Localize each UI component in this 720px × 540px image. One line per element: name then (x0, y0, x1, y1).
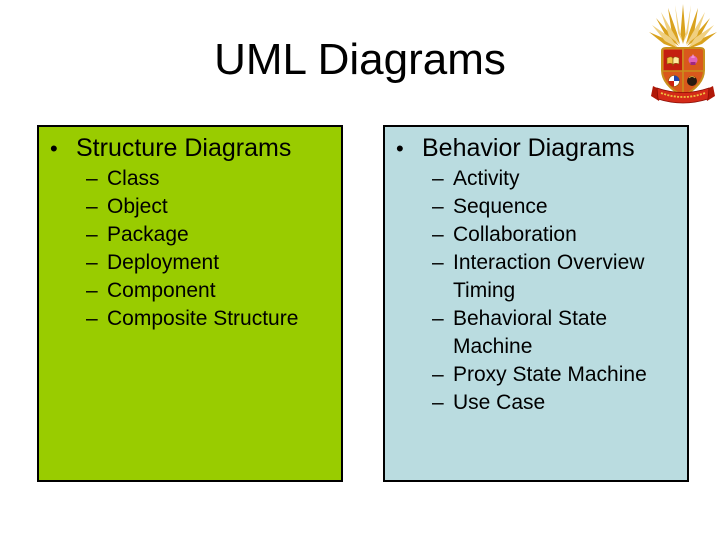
structure-item-list: –Class –Object –Package –Deployment –Com… (39, 165, 341, 333)
crest-open-book-icon (666, 56, 680, 67)
dash-marker: – (432, 195, 444, 218)
structure-heading: • Structure Diagrams (39, 127, 341, 164)
structure-heading-label: Structure Diagrams (76, 134, 292, 162)
dash-marker: – (86, 307, 98, 330)
list-item: –Package (86, 221, 329, 249)
university-crest-logo (649, 4, 717, 104)
behavior-diagrams-box: • Behavior Diagrams –Activity –Sequence … (383, 125, 689, 482)
list-item: –Sequence (432, 193, 675, 221)
list-item: –Collaboration (432, 221, 675, 249)
dash-marker: – (432, 391, 444, 414)
list-item: –Composite Structure (86, 305, 329, 333)
behavior-item-list: –Activity –Sequence –Collaboration –Inte… (385, 165, 687, 417)
list-item: –Proxy State Machine (432, 361, 675, 389)
behavior-heading-label: Behavior Diagrams (422, 134, 635, 162)
list-item-label: Interaction Overview Timing (453, 251, 645, 302)
crest-wheel-icon (668, 75, 680, 87)
crest-conch-icon (687, 76, 697, 86)
dash-marker: – (432, 223, 444, 246)
dash-marker: – (86, 279, 98, 302)
bullet-marker: • (396, 136, 404, 161)
list-item: –Component (86, 277, 329, 305)
list-item-label: Proxy State Machine (453, 363, 647, 386)
list-item: –Deployment (86, 249, 329, 277)
list-item-label: Collaboration (453, 223, 577, 246)
list-item: –Class (86, 165, 329, 193)
dash-marker: – (86, 251, 98, 274)
dash-marker: – (432, 251, 444, 274)
list-item-label: Behavioral State Machine (453, 307, 608, 358)
list-item-label: Use Case (453, 391, 546, 414)
list-item-label: Deployment (107, 251, 220, 274)
list-item: –Interaction Overview Timing (432, 249, 675, 305)
dash-marker: – (86, 167, 98, 190)
list-item-label: Class (107, 167, 160, 190)
dash-marker: – (432, 307, 444, 330)
list-item-label: Package (107, 223, 189, 246)
list-item-label: Sequence (453, 195, 548, 218)
crest-ribbon-script (660, 92, 706, 98)
page-title: UML Diagrams (214, 35, 506, 84)
list-item: –Activity (432, 165, 675, 193)
dash-marker: – (86, 223, 98, 246)
dash-marker: – (432, 363, 444, 386)
list-item-label: Activity (453, 167, 520, 190)
dash-marker: – (432, 167, 444, 190)
list-item: –Behavioral State Machine (432, 305, 675, 361)
dash-marker: – (86, 195, 98, 218)
bullet-marker: • (50, 136, 58, 161)
crest-ribbon (651, 86, 715, 104)
structure-diagrams-box: • Structure Diagrams –Class –Object –Pac… (37, 125, 343, 482)
list-item-label: Object (107, 195, 168, 218)
list-item: –Object (86, 193, 329, 221)
list-item: –Use Case (432, 389, 675, 417)
crest-shield (661, 47, 705, 98)
crest-sunburst-rays (649, 4, 717, 49)
list-item-label: Composite Structure (107, 307, 299, 330)
list-item-label: Component (107, 279, 216, 302)
crest-lotus-icon (688, 54, 698, 65)
behavior-heading: • Behavior Diagrams (385, 127, 687, 164)
